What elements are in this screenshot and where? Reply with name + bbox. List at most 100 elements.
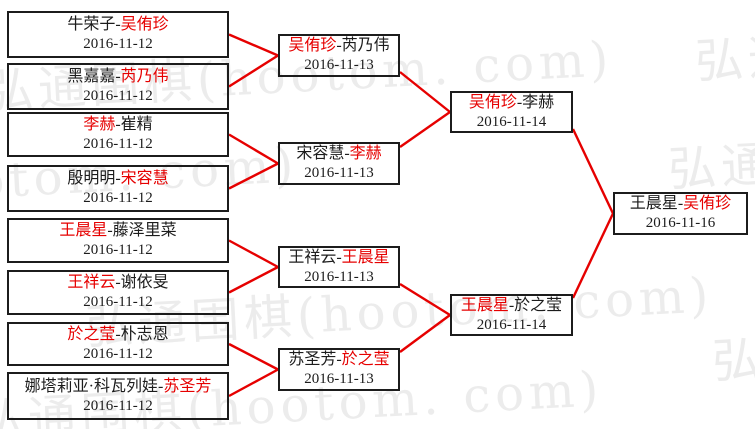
player1-name: 宋容慧: [296, 145, 345, 163]
player2-name: 谢依旻: [120, 274, 169, 292]
match-players: 王晨星-吴侑珍: [630, 194, 731, 214]
vs-separator: -: [336, 37, 342, 55]
match-players: 宋容慧-李赫: [296, 144, 381, 164]
match-players: 王晨星-藤泽里菜: [59, 221, 176, 241]
player2-name: 於之莹: [514, 296, 563, 314]
match-players: 王祥云-谢依旻: [67, 273, 168, 293]
vs-separator: -: [336, 248, 342, 266]
vs-separator: -: [115, 68, 121, 86]
connector-line: [228, 342, 279, 371]
vs-separator: -: [115, 116, 121, 134]
vs-separator: -: [516, 93, 523, 111]
match-box-r2-1: 吴侑珍-芮乃伟 2016-11-13: [278, 34, 400, 77]
player1-name: 王祥云: [67, 274, 116, 292]
player2-name: 藤泽里菜: [112, 222, 177, 240]
player2-name: 王晨星: [341, 248, 390, 266]
match-date: 2016-11-12: [83, 294, 153, 311]
match-players: 王祥云-王晨星: [288, 248, 389, 268]
connector-line: [228, 133, 279, 165]
connector-line: [228, 162, 279, 190]
vs-separator: -: [508, 296, 515, 314]
match-box-r1-3: 李赫-崔精 2016-11-12: [7, 112, 229, 157]
player2-name: 吴侑珍: [683, 195, 732, 213]
vs-separator: -: [107, 222, 113, 240]
match-date: 2016-11-14: [476, 113, 547, 130]
match-date: 2016-11-14: [476, 316, 547, 333]
match-players: 吴侑珍-李赫: [469, 93, 554, 113]
vs-separator: -: [115, 325, 121, 343]
match-players: 牛荣子-吴侑珍: [67, 15, 168, 35]
player1-name: 李赫: [83, 116, 116, 134]
match-players: 苏圣芳-於之莹: [288, 350, 389, 370]
match-players: 李赫-崔精: [83, 115, 152, 135]
connector-line: [228, 368, 279, 398]
player1-name: 吴侑珍: [288, 37, 337, 55]
player1-name: 黑嘉嘉: [67, 68, 116, 86]
player2-name: 宋容慧: [120, 170, 169, 188]
match-box-final: 王晨星-吴侑珍 2016-11-16: [613, 192, 748, 235]
match-date: 2016-11-12: [83, 88, 153, 105]
connector-line: [228, 54, 279, 88]
vs-separator: -: [344, 145, 350, 163]
match-box-r1-6: 王祥云-谢依旻 2016-11-12: [7, 270, 229, 315]
player1-name: 王晨星: [629, 195, 678, 213]
player2-name: 崔精: [120, 116, 153, 134]
match-players: 吴侑珍-芮乃伟: [288, 36, 389, 56]
connector-line: [399, 111, 451, 148]
player2-name: 李赫: [349, 145, 382, 163]
vs-separator: -: [115, 16, 121, 34]
player2-name: 朴志恩: [120, 325, 169, 343]
match-date: 2016-11-12: [83, 36, 153, 53]
vs-separator: -: [115, 274, 121, 292]
connector-line: [228, 265, 279, 294]
match-date: 2016-11-12: [83, 345, 153, 362]
player1-name: 王祥云: [288, 248, 337, 266]
match-players: 殷明明-宋容慧: [67, 169, 168, 189]
player2-name: 芮乃伟: [341, 37, 390, 55]
player1-name: 王晨星: [460, 296, 509, 314]
match-date: 2016-11-13: [304, 57, 374, 74]
match-box-r1-7: 於之莹-朴志恩 2016-11-12: [7, 322, 229, 366]
player1-name: 娜塔莉亚·科瓦列娃: [24, 377, 158, 395]
match-date: 2016-11-16: [645, 215, 716, 232]
match-date: 2016-11-12: [83, 242, 153, 259]
match-box-r2-4: 苏圣芳-於之莹 2016-11-13: [278, 348, 400, 391]
player2-name: 於之莹: [341, 351, 390, 369]
match-date: 2016-11-12: [83, 397, 153, 414]
match-box-r2-3: 王祥云-王晨星 2016-11-13: [278, 246, 400, 288]
player2-name: 芮乃伟: [120, 68, 169, 86]
match-date: 2016-11-13: [304, 371, 374, 388]
player1-name: 苏圣芳: [288, 351, 337, 369]
match-box-r1-5: 王晨星-藤泽里菜 2016-11-12: [7, 218, 229, 263]
connector-line: [571, 212, 615, 299]
player2-name: 李赫: [522, 93, 555, 111]
match-date: 2016-11-12: [83, 136, 153, 153]
match-players: 娜塔莉亚·科瓦列娃-苏圣芳: [25, 377, 212, 397]
connector-line: [399, 282, 451, 317]
match-box-r3-2: 王晨星-於之莹 2016-11-14: [450, 294, 573, 336]
connector-line: [399, 71, 451, 113]
match-box-r1-4: 殷明明-宋容慧 2016-11-12: [7, 165, 229, 212]
match-players: 於之莹-朴志恩: [67, 325, 168, 345]
player1-name: 吴侑珍: [468, 93, 517, 111]
vs-separator: -: [677, 195, 684, 213]
player2-name: 苏圣芳: [163, 377, 212, 395]
match-players: 王晨星-於之莹: [461, 296, 562, 316]
vs-separator: -: [158, 377, 164, 395]
match-box-r1-2: 黑嘉嘉-芮乃伟 2016-11-12: [7, 63, 229, 110]
match-box-r1-8: 娜塔莉亚·科瓦列娃-苏圣芳 2016-11-12: [7, 372, 229, 420]
vs-separator: -: [336, 351, 342, 369]
player1-name: 王晨星: [59, 222, 108, 240]
connector-line: [571, 128, 615, 215]
player2-name: 吴侑珍: [120, 16, 169, 34]
connector-line: [228, 239, 279, 269]
match-box-r2-2: 宋容慧-李赫 2016-11-13: [278, 142, 400, 185]
player1-name: 於之莹: [67, 325, 116, 343]
connector-line: [228, 33, 279, 57]
match-box-r3-1: 吴侑珍-李赫 2016-11-14: [450, 91, 573, 133]
player1-name: 殷明明: [67, 170, 116, 188]
match-box-r1-1: 牛荣子-吴侑珍 2016-11-12: [7, 11, 229, 58]
connector-line: [399, 314, 451, 353]
